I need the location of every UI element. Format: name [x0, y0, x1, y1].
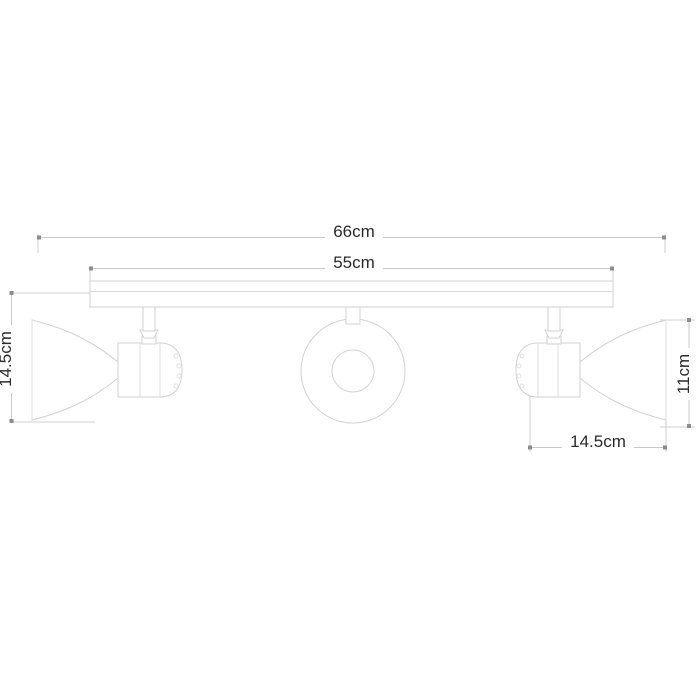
dimension-label-bg-55cm	[325, 253, 383, 273]
dimension-shade-diameter: 11cm	[660, 318, 700, 428]
center-shade-inner-circle	[331, 349, 375, 393]
left-housing-dimple-4	[173, 383, 179, 389]
dimension-head-depth: 14.5cm	[528, 330, 667, 452]
right-spotlight-head	[515, 306, 667, 421]
right-lamp-housing	[515, 342, 581, 398]
right-housing-dimple-2	[516, 363, 522, 369]
left-spotlight-head	[31, 306, 183, 421]
right-stem	[547, 306, 561, 332]
right-housing-dimple-3	[516, 373, 522, 379]
dimension-tick-left-depth	[528, 445, 532, 450]
left-shade-cone	[31, 319, 119, 421]
dimension-label-height-14-5cm: 14.5cm	[0, 331, 15, 387]
dimension-label-66cm: 66cm	[333, 222, 375, 241]
right-shade-cone	[579, 319, 667, 421]
dimension-tick-right-depth	[663, 445, 667, 450]
dimension-tick-left-66cm	[37, 235, 41, 240]
dimension-tick-top-11cm	[687, 318, 691, 322]
right-housing-dimple-4	[519, 383, 525, 389]
dimension-tick-bottom-11cm	[687, 424, 691, 428]
dimension-label-bg-height	[2, 325, 22, 393]
left-stem	[142, 306, 156, 332]
left-housing-dimple-3	[176, 373, 182, 379]
right-housing-dimple-1	[519, 353, 525, 359]
dimension-label-55cm: 55cm	[333, 253, 375, 272]
dimension-label-depth-14-5cm: 14.5cm	[570, 432, 626, 451]
center-stem	[345, 306, 361, 325]
dimension-tick-right-55cm	[610, 266, 614, 271]
mounting-bar-body	[89, 280, 614, 308]
left-housing-dimple-2	[176, 363, 182, 369]
left-lamp-housing	[117, 342, 183, 398]
dimension-bar-width: 55cm	[89, 253, 614, 308]
dimension-tick-bottom-height	[9, 419, 14, 423]
left-housing-dimple-1	[173, 353, 179, 359]
dimension-tick-top-height	[9, 291, 14, 295]
dimension-label-11cm: 11cm	[674, 354, 693, 394]
dimension-overall-width: 66cm	[37, 222, 666, 253]
dimension-label-bg-11cm	[680, 348, 700, 400]
dimension-tick-right-66cm	[662, 235, 666, 240]
mounting-bar	[89, 280, 614, 308]
center-spotlight-head	[300, 306, 406, 424]
dimension-label-bg-depth	[562, 431, 634, 452]
dimension-label-bg-66cm	[325, 222, 383, 242]
dimension-overall-height: 14.5cm	[0, 291, 95, 423]
dimension-tick-left-55cm	[89, 266, 93, 271]
